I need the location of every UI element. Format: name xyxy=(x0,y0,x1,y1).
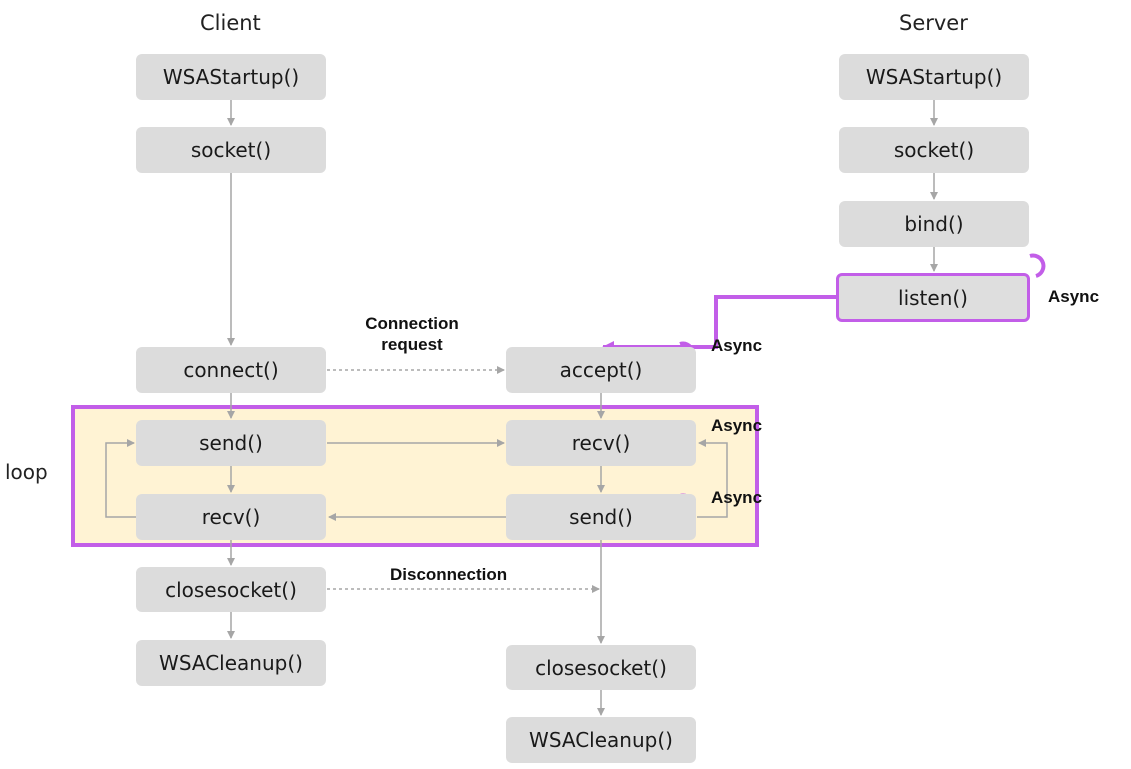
async-send-label: Async xyxy=(711,488,763,507)
async-listen-label: Async xyxy=(1048,287,1100,306)
server-accept-node: accept() xyxy=(506,347,696,393)
client-wsastartup-node: WSAStartup() xyxy=(136,54,326,100)
server-wsacleanup-node: WSACleanup() xyxy=(506,717,696,763)
async-loop-listen-icon xyxy=(1029,253,1046,278)
server-closesocket-node: closesocket() xyxy=(506,645,696,690)
client-closesocket-node: closesocket() xyxy=(136,567,326,612)
client-connect-node: connect() xyxy=(136,347,326,393)
server-recv-node: recv() xyxy=(506,420,696,466)
server-send-node: send() xyxy=(506,494,696,540)
server-wsastartup-node: WSAStartup() xyxy=(839,54,1029,100)
arrow-server-loop-back xyxy=(697,439,728,518)
disconnection-label: Disconnection xyxy=(390,565,508,584)
client-wsacleanup-node: WSACleanup() xyxy=(136,640,326,686)
client-recv-node: recv() xyxy=(136,494,326,540)
server-header: Server xyxy=(899,11,968,35)
client-header: Client xyxy=(200,11,261,35)
client-send-node: send() xyxy=(136,420,326,466)
connection-request-label: Connection request xyxy=(365,314,459,354)
loop-label: loop xyxy=(5,460,48,484)
server-socket-node: socket() xyxy=(839,127,1029,173)
server-listen-node: listen() xyxy=(836,273,1030,322)
async-recv-label: Async xyxy=(711,416,763,435)
server-bind-node: bind() xyxy=(839,201,1029,247)
client-socket-node: socket() xyxy=(136,127,326,173)
async-accept-label: Async xyxy=(711,336,763,355)
arrow-client-loop-back xyxy=(105,439,136,518)
